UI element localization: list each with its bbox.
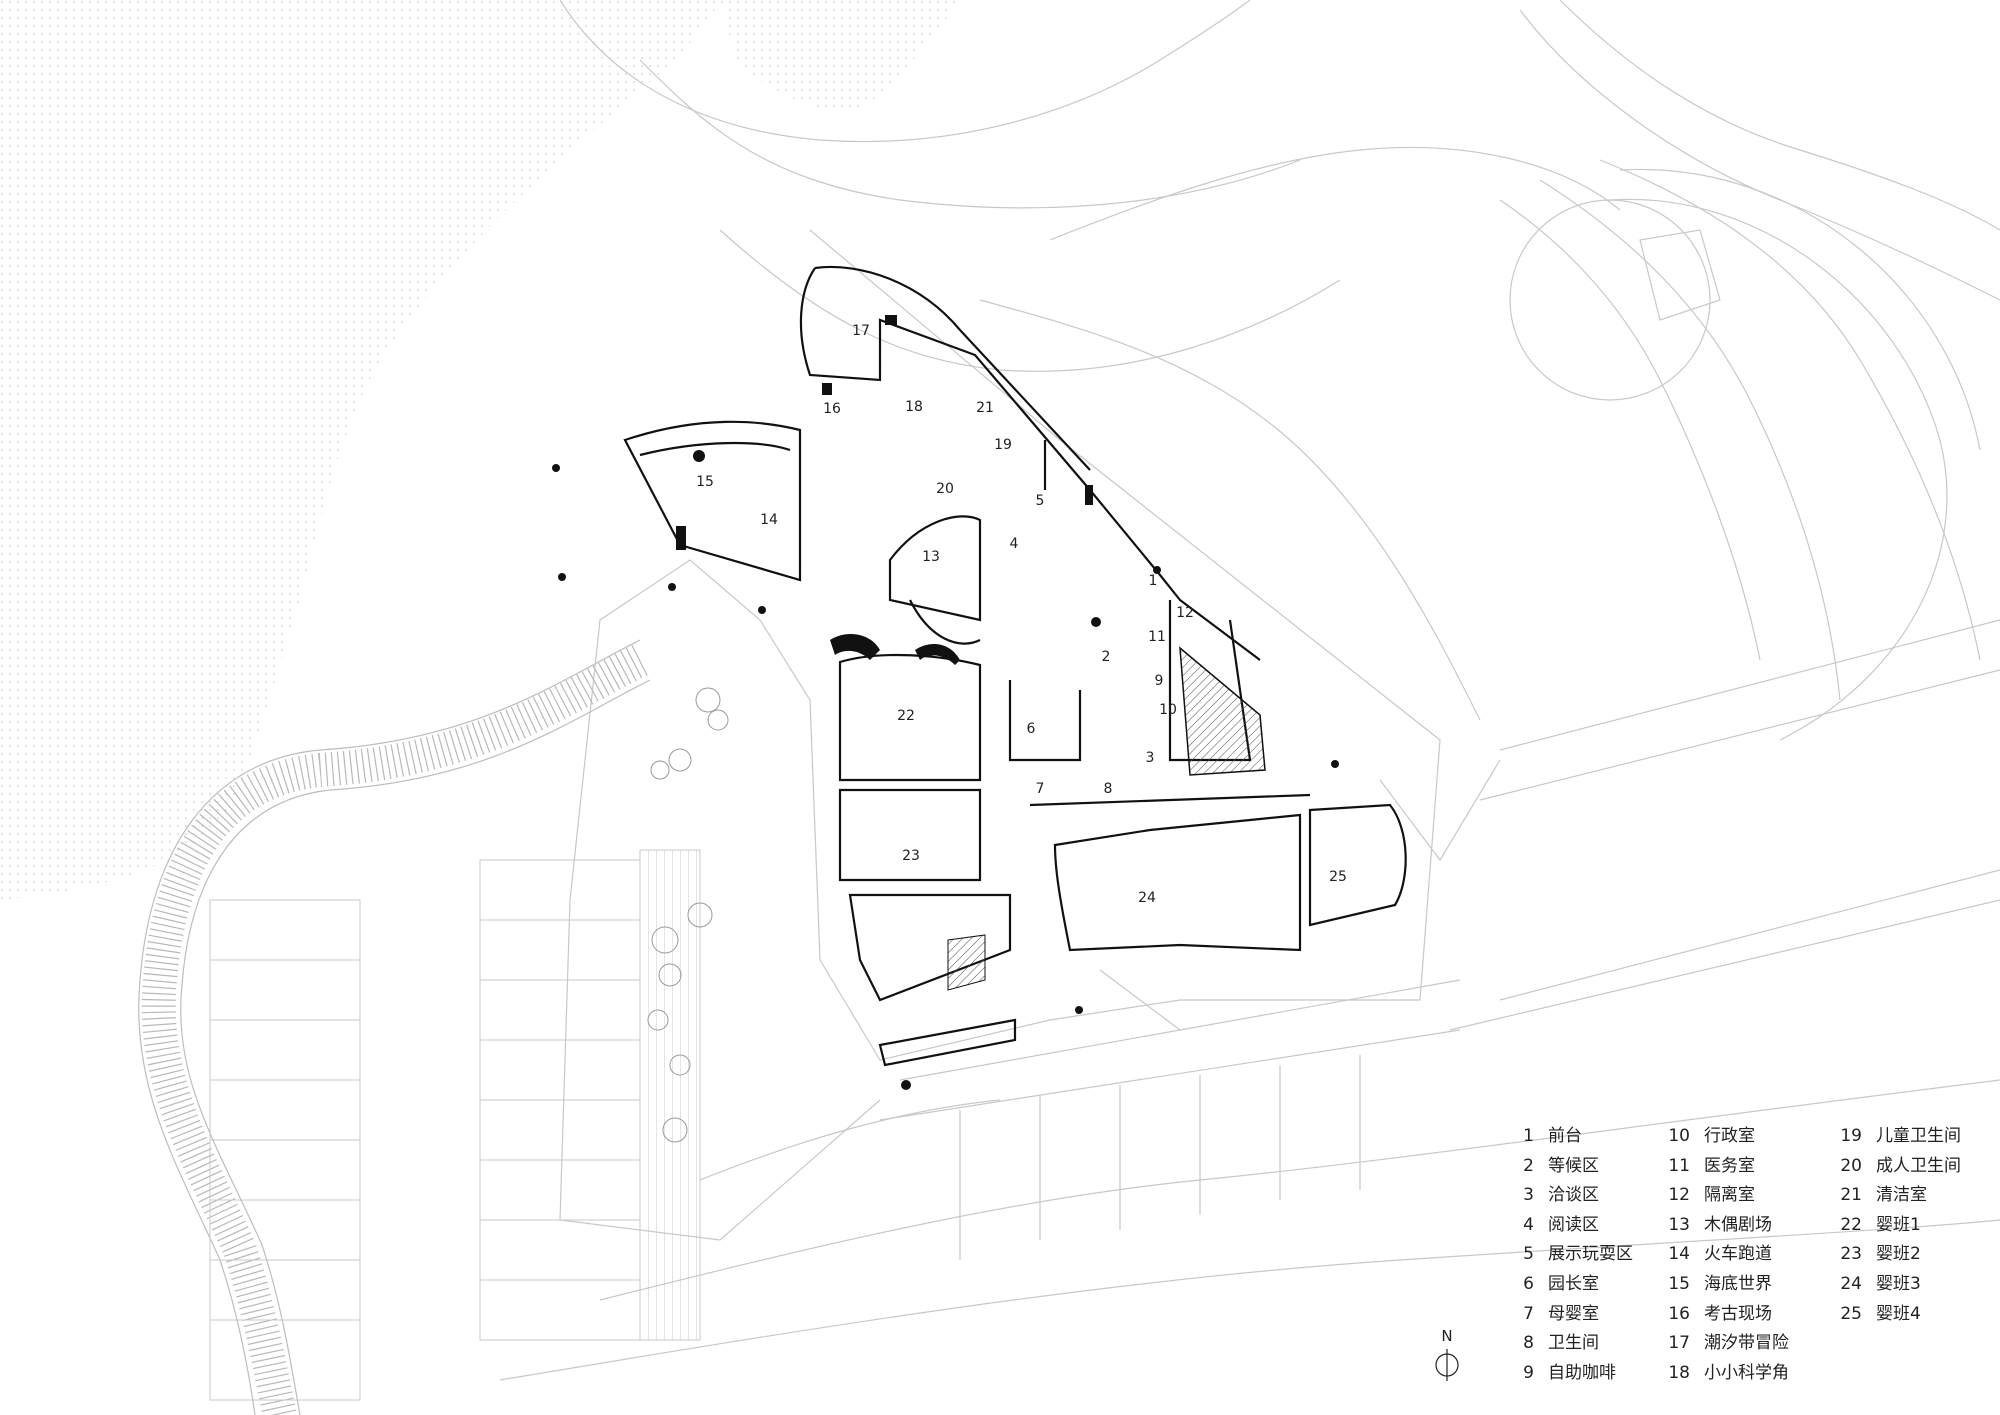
room-number: 22 bbox=[897, 708, 915, 724]
room-number: 7 bbox=[1036, 781, 1045, 797]
room-number: 19 bbox=[994, 437, 1012, 453]
room-number: 13 bbox=[922, 549, 940, 565]
room-number: 12 bbox=[1176, 605, 1194, 621]
walls-columns bbox=[552, 315, 1339, 1090]
room-number: 25 bbox=[1329, 869, 1347, 885]
room-number: 4 bbox=[1010, 536, 1019, 552]
room-number: 14 bbox=[760, 512, 778, 528]
hatched-core bbox=[1179, 646, 1266, 776]
room-number: 21 bbox=[976, 400, 994, 416]
room-number: 6 bbox=[1027, 721, 1036, 737]
site-boundary bbox=[559, 229, 1441, 1241]
room-number: 2 bbox=[1102, 649, 1111, 665]
room-number: 1 bbox=[1149, 573, 1158, 589]
dotted-landscape bbox=[0, 0, 720, 900]
parking-rows bbox=[209, 849, 701, 1401]
tree-symbols bbox=[647, 687, 729, 1143]
room-number: 23 bbox=[902, 848, 920, 864]
room-number: 20 bbox=[936, 481, 954, 497]
room-number: 24 bbox=[1138, 890, 1156, 906]
room-number-labels: 1 2 3 4 5 6 7 8 9 10 11 12 13 14 15 16 1… bbox=[696, 323, 1347, 906]
room-number: 16 bbox=[823, 401, 841, 417]
building bbox=[623, 265, 1407, 1067]
room-number: 11 bbox=[1148, 629, 1166, 645]
north-arrow: N bbox=[1432, 1327, 1472, 1387]
north-arrow-icon bbox=[1435, 1349, 1459, 1381]
hatched-stair bbox=[947, 934, 986, 991]
north-label: N bbox=[1441, 1327, 1453, 1345]
room-number: 15 bbox=[696, 474, 714, 490]
room-number: 5 bbox=[1036, 493, 1045, 509]
curved-walkway bbox=[138, 639, 651, 1415]
room-number: 17 bbox=[852, 323, 870, 339]
circular-plaza bbox=[1509, 168, 1981, 741]
room-number: 10 bbox=[1159, 702, 1177, 718]
room-number: 8 bbox=[1104, 781, 1113, 797]
room-number: 9 bbox=[1155, 673, 1164, 689]
room-number: 18 bbox=[905, 399, 923, 415]
room-number: 3 bbox=[1146, 750, 1155, 766]
site-lines bbox=[499, 0, 2000, 1381]
dotted-landscape-top bbox=[720, 0, 960, 112]
